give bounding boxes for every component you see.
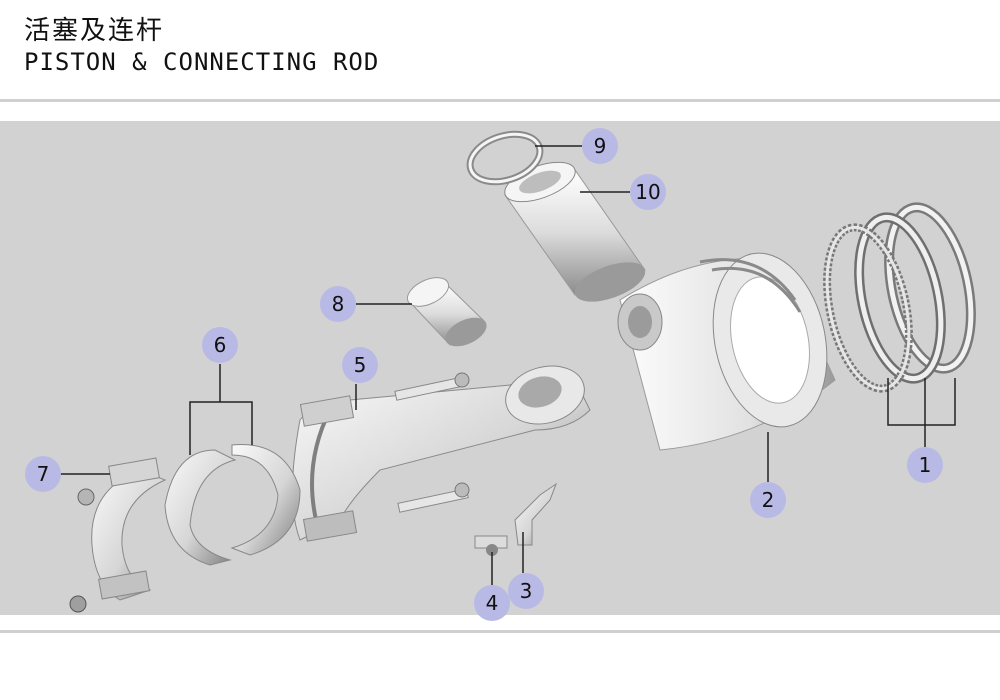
svg-text:6: 6 — [214, 333, 227, 357]
svg-text:5: 5 — [354, 353, 367, 377]
svg-text:2: 2 — [762, 488, 775, 512]
bottom-divider — [0, 630, 1000, 633]
svg-text:3: 3 — [520, 579, 533, 603]
bearing-shells — [164, 444, 301, 566]
callout-3: 3 — [508, 573, 544, 609]
svg-text:8: 8 — [332, 292, 345, 316]
small-end-bushing — [406, 277, 487, 347]
callout-10: 10 — [630, 174, 666, 210]
callout-1: 1 — [907, 447, 943, 483]
callout-7: 7 — [25, 456, 61, 492]
oil-jet-parts — [474, 482, 558, 556]
callout-6: 6 — [202, 327, 238, 363]
piston-pin — [504, 161, 646, 302]
callout-8: 8 — [320, 286, 356, 322]
callout-9: 9 — [582, 128, 618, 164]
leader-lines — [60, 145, 956, 585]
svg-text:7: 7 — [37, 462, 50, 486]
svg-text:9: 9 — [594, 134, 607, 158]
connecting-rod — [292, 365, 591, 542]
callout-5: 5 — [342, 347, 378, 383]
piston — [617, 252, 836, 451]
svg-text:1: 1 — [919, 453, 932, 477]
piston-rings — [823, 202, 976, 393]
diagram-panel — [0, 121, 1000, 615]
title-chinese: 活塞及连杆 — [24, 16, 165, 46]
callout-2: 2 — [750, 482, 786, 518]
snap-ring — [466, 130, 544, 186]
rod-cap — [69, 457, 167, 613]
rod-bolts — [394, 372, 470, 513]
callout-4: 4 — [474, 585, 510, 621]
top-divider — [0, 99, 1000, 102]
svg-text:4: 4 — [486, 591, 499, 615]
title-english: PISTON & CONNECTING ROD — [24, 48, 380, 76]
svg-text:10: 10 — [635, 180, 660, 204]
